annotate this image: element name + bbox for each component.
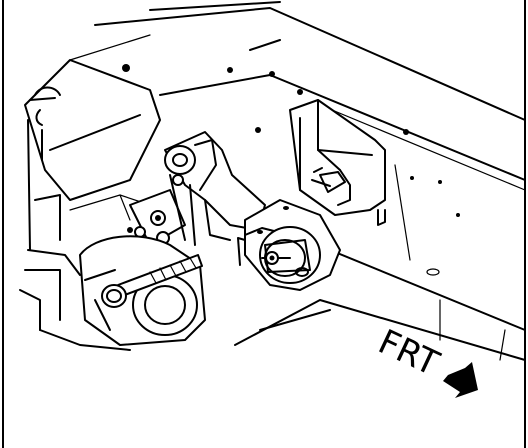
front-arrow-icon (443, 362, 478, 398)
body-panel (69, 1, 526, 361)
front-direction-indicator: FRT (372, 322, 478, 398)
mount-isolator (237, 199, 341, 291)
torque-strut (164, 131, 266, 246)
body-bracket (289, 99, 386, 226)
generator (79, 235, 206, 346)
front-direction-label: FRT (372, 322, 445, 384)
engine-block (19, 59, 161, 351)
through-bolt (101, 254, 203, 308)
